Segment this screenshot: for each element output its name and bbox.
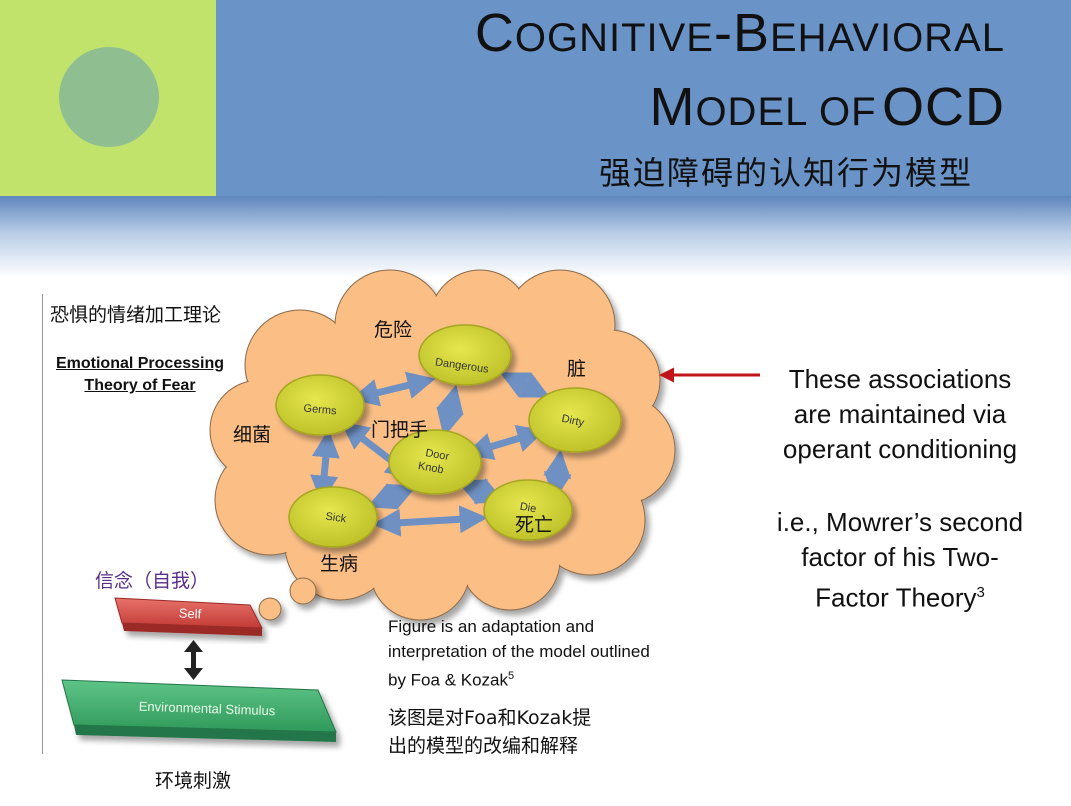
env-platform: Environmental Stimulus [61,679,337,742]
node-label: Sick [325,511,348,526]
node-dangerous: Dangerous [418,324,512,386]
mowrer-text: i.e., Mowrer’s second factor of his Two-… [740,505,1060,616]
theory-cn-label: 恐惧的情绪加工理论 [50,304,222,326]
figure-note-cn: 该图是对Foa和Kozak提 出的模型的改编和解释 [388,704,648,760]
node-sick: Sick [288,486,378,548]
title-word: OGNITIVE [514,16,714,60]
header-gradient [0,196,1071,278]
node-label: Knob [417,460,444,476]
reference-superscript: 5 [508,670,515,682]
title-dash: - [713,3,733,63]
self-env-arrow [184,640,203,680]
text-line: Factor Theory3 [740,575,1060,616]
dirty-cn-label: 脏 [567,358,587,380]
node-germs: Germs [275,374,365,436]
die-cn-label: 死亡 [515,514,554,536]
text-line: 该图是对Foa和Kozak提 [388,707,592,729]
doorknob-cn-label: 门把手 [371,419,429,441]
header-band [216,0,1071,196]
env-label: Environmental Stimulus [139,699,276,719]
figure-note: Figure is an adaptation and interpretati… [388,614,658,693]
text-segment: Factor Theory [815,582,977,613]
node-label: Germs [303,403,337,418]
dangerous-cn-label: 危险 [374,319,413,341]
thought-bubbles [258,577,317,621]
associations-text: These associations are maintained via op… [740,362,1060,467]
title-acronym: OCD [882,77,1005,137]
title-word: EHAVIORAL [770,16,1005,60]
title-cap: B [732,3,770,63]
node-label: Door [424,447,450,463]
title-line-1: COGNITIVE-BEHAVIORAL [475,2,1005,64]
sick-cn-label: 生病 [320,553,359,575]
text-line: operant conditioning [782,434,1018,464]
node-die: Die [483,479,573,541]
germs-cn-label: 细菌 [233,424,272,446]
stimulus-cn-label: 环境刺激 [155,770,232,792]
title-line-2: MODEL OF OCD [649,76,1005,138]
text-line: are maintained via [793,399,1007,429]
theory-en-label: Emotional Processing Theory of Fear [55,355,225,394]
self-platform: Self [114,597,263,636]
text-line: 出的模型的改编和解释 [388,735,579,757]
text-line: i.e., Mowrer’s second [776,507,1024,537]
figure-note-text: Figure is an adaptation and interpretati… [388,617,650,690]
subtitle-cn: 强迫障碍的认知行为模型 [598,154,973,192]
node-label: Dirty [560,413,585,430]
title-cap: C [474,3,515,63]
divider-line [42,294,43,754]
node-label: Die [519,501,537,516]
association-arrows [310,371,572,537]
decorative-circle [59,47,159,147]
reference-superscript: 3 [976,584,985,601]
text-line: These associations [788,364,1012,394]
title-word: ODEL OF [695,90,877,134]
node-door-knob: Door Knob [388,429,482,495]
self-label: Self [178,605,202,621]
title-cap: M [649,77,696,137]
node-dirty: Dirty [528,387,622,453]
text-line: factor of his Two- [801,542,999,572]
belief-cn-label: 信念（自我） [95,570,210,592]
